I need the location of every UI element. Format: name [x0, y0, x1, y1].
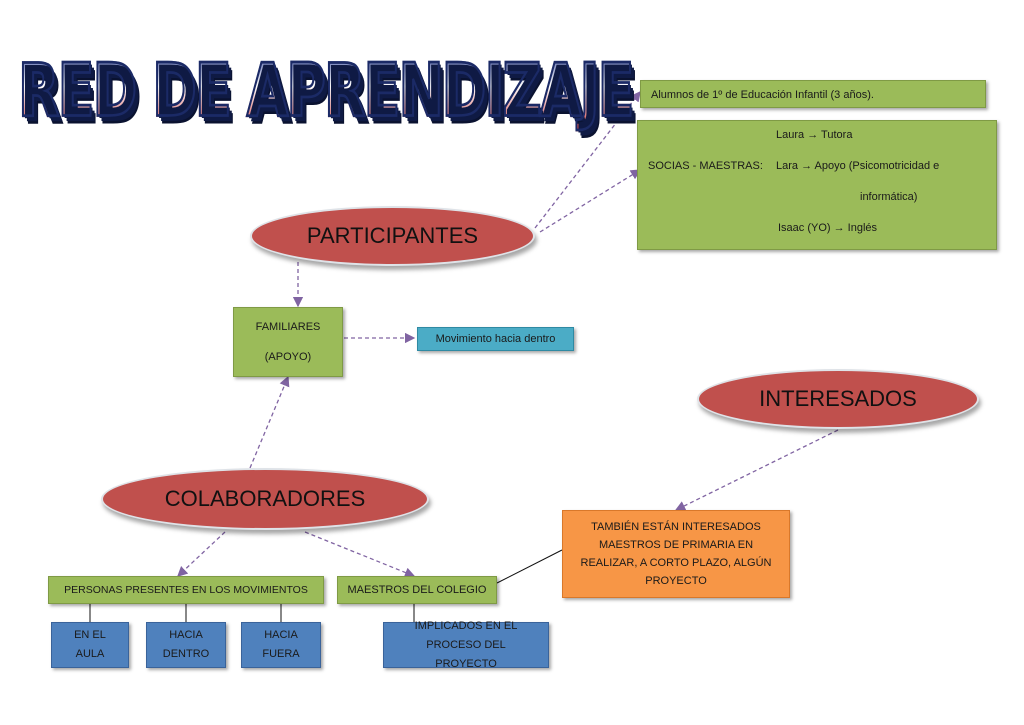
implicados-text: IMPLICADOS EN EL PROCESO DEL PROYECTO	[414, 619, 518, 670]
link-maestros-tambien	[496, 549, 563, 584]
maestros-colegio-text: MAESTROS DEL COLEGIO	[347, 584, 487, 596]
hacia-dentro-text: HACIA DENTRO	[162, 629, 210, 660]
personas-text: PERSONAS PRESENTES EN LOS MOVIMIENTOS	[64, 584, 308, 596]
box-familiares: FAMILIARES (APOYO)	[233, 307, 343, 377]
box-alumnos-text: Alumnos de 1º de Educación Infantil (3 a…	[651, 89, 874, 101]
box-alumnos: Alumnos de 1º de Educación Infantil (3 a…	[640, 80, 986, 108]
socias-label: SOCIAS - MAESTRAS:	[648, 160, 763, 172]
box-implicados: IMPLICADOS EN EL PROCESO DEL PROYECTO	[383, 620, 549, 670]
oval-participantes-label: PARTICIPANTES	[306, 223, 479, 248]
oval-participantes: PARTICIPANTES	[250, 206, 535, 266]
box-socias-maestras: Laura → Tutora SOCIAS - MAESTRAS: Lara →…	[637, 120, 997, 250]
socias-isaac: Isaac (YO) → Inglés	[778, 222, 878, 234]
box-hacia-fuera: HACIA FUERA	[241, 622, 321, 668]
box-en-el-aula: EN EL AULA	[51, 622, 129, 668]
arrow-colaboradores-personas	[177, 531, 226, 577]
socias-laura: Laura → Tutora	[776, 129, 853, 141]
box-maestros-colegio: MAESTROS DEL COLEGIO	[337, 576, 497, 604]
familiares-line2: (APOYO)	[264, 351, 312, 363]
socias-lara: Lara → Apoyo (Psicomotricidad e	[776, 160, 940, 172]
socias-lara-cont: informática)	[860, 191, 918, 203]
arrow-colaboradores-maestros	[304, 531, 416, 578]
oval-colaboradores: COLABORADORES	[101, 468, 429, 530]
movimiento-text: Movimiento hacia dentro	[435, 333, 556, 345]
page-title: RED DE APRENDIZAJE	[17, 47, 635, 135]
arrow-colaboradores-familiares	[249, 375, 290, 469]
box-hacia-dentro: HACIA DENTRO	[146, 622, 226, 668]
tambien-text: TAMBIÉN ESTÁN INTERESADOS MAESTROS DE PR…	[580, 521, 772, 587]
hacia-fuera-text: HACIA FUERA	[262, 629, 300, 660]
box-movimiento: Movimiento hacia dentro	[417, 327, 574, 351]
box-tambien-interesados: TAMBIÉN ESTÁN INTERESADOS MAESTROS DE PR…	[562, 510, 790, 598]
arrow-participantes-socias	[539, 169, 642, 233]
box-personas-presentes: PERSONAS PRESENTES EN LOS MOVIMIENTOS	[48, 576, 324, 604]
arrow-interesados-tambien	[674, 429, 839, 511]
oval-colaboradores-label: COLABORADORES	[164, 486, 366, 511]
oval-interesados-label: INTERESADOS	[759, 386, 917, 411]
en-el-aula-text: EN EL AULA	[74, 629, 106, 660]
oval-interesados: INTERESADOS	[697, 369, 979, 429]
familiares-line1: FAMILIARES	[255, 321, 321, 333]
arrow-participantes-alumnos	[534, 90, 641, 229]
